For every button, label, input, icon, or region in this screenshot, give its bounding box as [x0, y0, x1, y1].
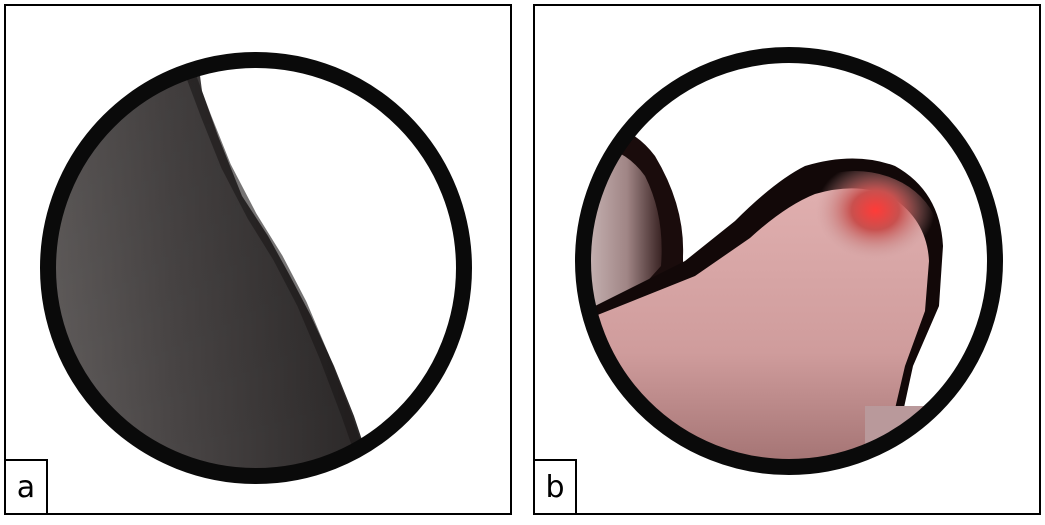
dark-object-region — [48, 60, 464, 476]
panel-label-text: b — [545, 469, 565, 505]
pink-object-region — [583, 55, 995, 467]
panel-b: b — [533, 4, 1041, 515]
panel-b-image — [575, 47, 1003, 475]
panel-a: a — [4, 4, 512, 515]
panel-label-text: a — [16, 469, 36, 505]
panel-a-image — [40, 52, 472, 484]
magnifier-ring — [575, 47, 1003, 475]
magnifier-ring — [40, 52, 472, 484]
panel-label: a — [6, 459, 48, 513]
panel-label: b — [535, 459, 577, 513]
